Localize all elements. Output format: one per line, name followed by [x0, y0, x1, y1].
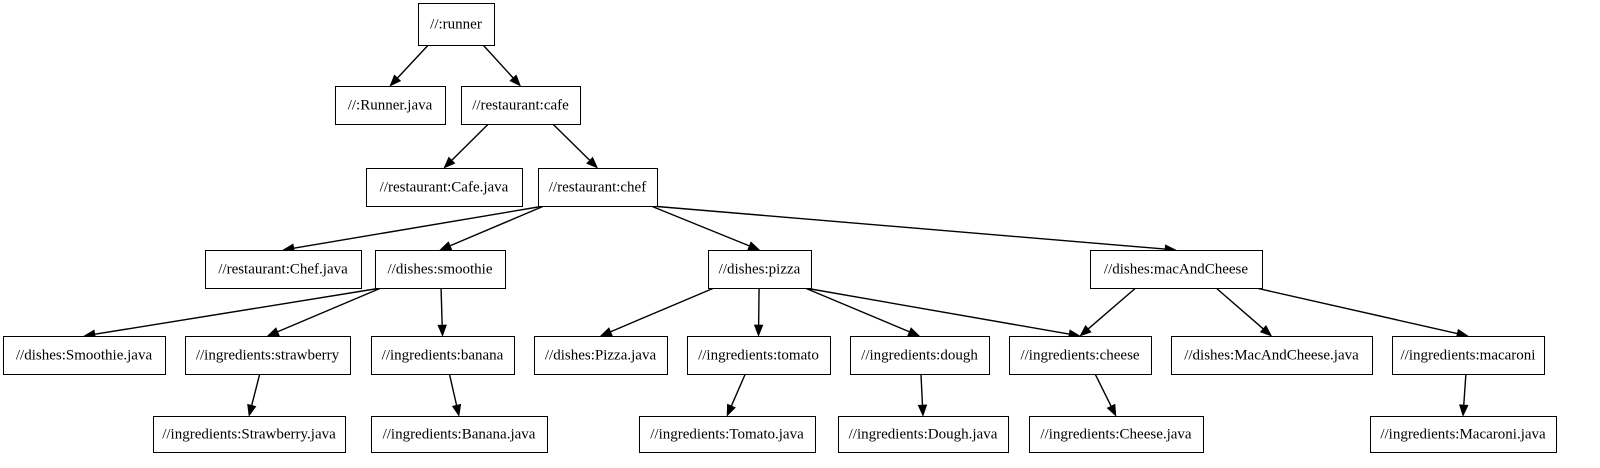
- graph-edge: [804, 287, 921, 337]
- graph-node-label: //ingredients:strawberry: [196, 347, 340, 363]
- graph-edge: [482, 44, 522, 87]
- graph-node-restaurant_cafe[interactable]: //restaurant:cafe: [461, 86, 581, 125]
- graph-node-ing_macaroni[interactable]: //ingredients:macaroni: [1392, 336, 1545, 375]
- graph-edge: [389, 44, 429, 87]
- graph-node-ing_dough[interactable]: //ingredients:dough: [850, 336, 990, 375]
- graph-node-label: //dishes:Pizza.java: [545, 347, 657, 363]
- graph-edge: [266, 287, 382, 337]
- graph-node-label: //dishes:Smoothie.java: [16, 347, 153, 363]
- graph-node-dishes_pizza[interactable]: //dishes:pizza: [708, 250, 812, 289]
- graph-node-cheese_java[interactable]: //ingredients:Cheese.java: [1029, 416, 1204, 453]
- graph-edge: [599, 287, 715, 337]
- graph-node-label: //ingredients:Strawberry.java: [162, 426, 336, 442]
- graph-node-label: //ingredients:tomato: [698, 347, 819, 363]
- graph-node-cafe_java[interactable]: //restaurant:Cafe.java: [366, 168, 523, 207]
- graph-edge: [1255, 287, 1469, 339]
- graph-edge: [282, 205, 545, 253]
- graph-edge: [917, 373, 928, 417]
- graph-edge: [1215, 287, 1273, 337]
- graph-node-ing_cheese[interactable]: //ingredients:cheese: [1009, 336, 1152, 375]
- graph-node-ing_strawberry[interactable]: //ingredients:strawberry: [185, 336, 351, 375]
- graph-node-label: //ingredients:Tomato.java: [650, 426, 804, 442]
- graph-node-runner_java[interactable]: //:Runner.java: [335, 86, 446, 125]
- graph-node-runner[interactable]: //:runner: [418, 3, 495, 46]
- graph-node-pizza_java[interactable]: //dishes:Pizza.java: [534, 336, 668, 375]
- graph-edge: [650, 205, 1177, 254]
- graph-node-label: //dishes:pizza: [719, 261, 801, 277]
- graph-edge: [753, 287, 764, 337]
- graph-node-label: //ingredients:cheese: [1020, 347, 1139, 363]
- graph-node-smoothie_java[interactable]: //dishes:Smoothie.java: [3, 336, 166, 375]
- graph-node-dough_java[interactable]: //ingredients:Dough.java: [838, 416, 1009, 453]
- graph-node-label: //dishes:MacAndCheese.java: [1184, 347, 1359, 363]
- graph-node-label: //restaurant:Cafe.java: [380, 179, 509, 195]
- graph-node-label: //ingredients:banana: [382, 347, 504, 363]
- graph-node-ing_tomato[interactable]: //ingredients:tomato: [687, 336, 831, 375]
- graph-node-tomato_java[interactable]: //ingredients:Tomato.java: [639, 416, 816, 453]
- graph-edge: [448, 373, 462, 417]
- graph-node-label: //ingredients:Macaroni.java: [1380, 426, 1546, 442]
- graph-node-dishes_smoothie[interactable]: //dishes:smoothie: [375, 250, 506, 289]
- graph-node-label: //ingredients:Banana.java: [383, 426, 536, 442]
- graph-edge: [247, 373, 261, 417]
- graph-node-dishes_macandcheese[interactable]: //dishes:macAndCheese: [1090, 250, 1263, 289]
- graph-node-label: //ingredients:dough: [861, 347, 978, 363]
- graph-edge: [1079, 287, 1137, 337]
- graph-node-chef_java[interactable]: //restaurant:Chef.java: [205, 250, 362, 289]
- graph-node-label: //restaurant:chef: [549, 179, 646, 195]
- graph-edge: [443, 123, 489, 169]
- graph-node-label: //:Runner.java: [348, 97, 433, 113]
- graph-node-label: //restaurant:cafe: [472, 97, 569, 113]
- graph-node-label: //ingredients:macaroni: [1401, 347, 1536, 363]
- graph-node-label: //:runner: [430, 16, 482, 32]
- graph-edge: [650, 205, 761, 251]
- graph-node-banana_java[interactable]: //ingredients:Banana.java: [371, 416, 548, 453]
- node-layer: //:runner //:Runner.java //restaurant:cafe…: [3, 3, 1557, 453]
- graph-node-restaurant_chef[interactable]: //restaurant:chef: [538, 168, 658, 207]
- graph-edge: [439, 205, 545, 251]
- graph-node-macandcheese_java[interactable]: //dishes:MacAndCheese.java: [1171, 336, 1373, 375]
- graph-edge: [552, 123, 599, 169]
- graph-edge: [437, 287, 447, 337]
- graph-edge: [1459, 373, 1469, 417]
- graph-node-strawberry_java[interactable]: //ingredients:Strawberry.java: [153, 416, 346, 453]
- graph-node-label: //restaurant:Chef.java: [218, 261, 348, 277]
- graph-node-label: //dishes:smoothie: [388, 261, 493, 277]
- graph-edge: [1094, 373, 1117, 417]
- graph-node-label: //dishes:macAndCheese: [1104, 261, 1248, 277]
- graph-node-label: //ingredients:Cheese.java: [1040, 426, 1192, 442]
- graph-edge: [83, 287, 382, 339]
- graph-node-macaroni_java[interactable]: //ingredients:Macaroni.java: [1370, 416, 1557, 453]
- graph-edge: [804, 287, 1081, 339]
- graph-edge: [726, 373, 746, 417]
- graph-node-label: //ingredients:Dough.java: [849, 426, 998, 442]
- graph-node-ing_banana[interactable]: //ingredients:banana: [371, 336, 515, 375]
